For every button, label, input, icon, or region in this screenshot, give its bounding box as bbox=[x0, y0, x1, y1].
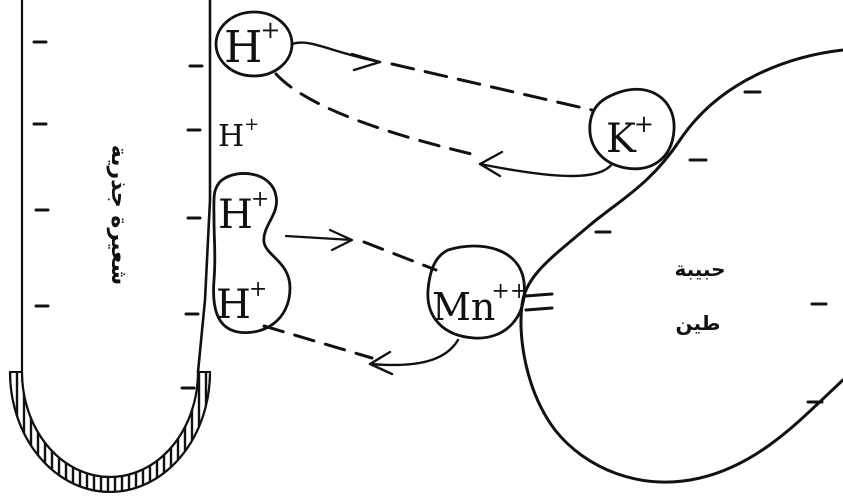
hydrogen-ion-top: H+ bbox=[224, 16, 280, 73]
arrow-hydrogen-to-potassium bbox=[292, 43, 592, 110]
ion-charge: + bbox=[260, 16, 280, 44]
ion-charge: + bbox=[634, 110, 654, 138]
ion-symbol: H bbox=[218, 192, 253, 238]
potassium-ion: K+ bbox=[606, 110, 654, 162]
hydrogen-ion-pair-upper: H+ bbox=[218, 187, 269, 238]
negative-charge bbox=[526, 308, 552, 310]
arrow-hydrogen-to-manganese bbox=[286, 230, 436, 270]
ion-charge: + bbox=[249, 277, 267, 302]
ion-charge: ++ bbox=[491, 279, 528, 304]
ion-symbol: H bbox=[224, 22, 262, 73]
root-hair-label: شعيرة جذرية bbox=[106, 145, 131, 285]
root-hair-negative-charges bbox=[34, 42, 48, 306]
ion-symbol: Mn bbox=[432, 285, 495, 329]
hydrogen-ion-pair-lower: H+ bbox=[216, 277, 267, 328]
arrow-potassium-to-root bbox=[276, 74, 612, 176]
ion-symbol: H bbox=[218, 119, 244, 154]
clay-particle-negative-charges bbox=[526, 92, 826, 402]
root-hair-cap-hatching bbox=[10, 372, 210, 492]
clay-particle-label-line1: حبيبة bbox=[674, 257, 725, 281]
ion-symbol: K bbox=[606, 116, 637, 162]
ion-charge: + bbox=[251, 187, 269, 212]
hydrogen-ion-free: H+ bbox=[218, 114, 259, 154]
clay-particle-label-line2: طين bbox=[676, 311, 721, 335]
root-hair-surface-charges bbox=[182, 66, 202, 388]
negative-charge bbox=[526, 294, 552, 296]
arrow-manganese-to-root bbox=[264, 326, 458, 374]
ion-charge: + bbox=[244, 114, 259, 135]
root-hair-outer-wall bbox=[198, 0, 210, 372]
root-hair-tip-outer bbox=[10, 372, 210, 492]
ion-symbol: H bbox=[216, 282, 251, 328]
